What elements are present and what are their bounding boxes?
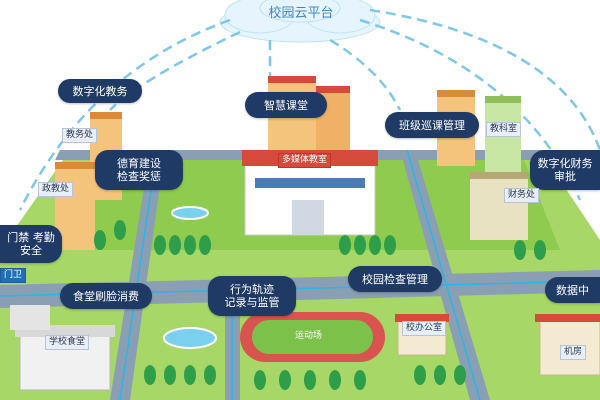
callout-digital-teaching-text: 数字化教务 [72, 84, 128, 98]
callout-digital-finance-line1: 数字化财务 [537, 157, 593, 170]
fountain-top [171, 206, 209, 220]
callout-canteen-payment: 食堂刷脸消费 [60, 283, 152, 309]
callout-smart-classroom-text: 智慧课堂 [264, 98, 308, 112]
tag-machine-room: 机房 [560, 345, 587, 360]
callout-moral-education-line1: 德育建设 [117, 157, 161, 170]
callout-digital-teaching: 数字化教务 [58, 79, 142, 103]
sports-field [240, 312, 385, 362]
callout-access-attendance-line1: 门禁 考勤 [7, 231, 55, 244]
tag-school-canteen: 学校食堂 [45, 335, 90, 350]
callout-digital-finance: 数字化财务 审批 [530, 150, 600, 190]
callout-campus-inspection-text: 校园检查管理 [362, 272, 428, 286]
callout-access-attendance: 门禁 考勤 安全 [0, 225, 62, 263]
cloud-platform [219, 0, 381, 43]
tag-political-office: 政教处 [38, 182, 74, 197]
callout-behavior-track-line2: 记录与监管 [224, 296, 280, 309]
building-research [485, 96, 521, 172]
building-finance [470, 172, 528, 240]
callout-campus-inspection: 校园检查管理 [348, 266, 442, 292]
callout-digital-finance-line2: 审批 [554, 170, 576, 183]
tag-gate: 门卫 [0, 268, 27, 283]
callout-behavior-track-line1: 行为轨迹 [230, 283, 274, 296]
callout-class-patrol-text: 班级巡课管理 [399, 118, 465, 132]
tag-academic-office: 教务处 [62, 128, 98, 143]
cloud-platform-label: 校园云平台 [268, 6, 334, 21]
callout-moral-education-line2: 检查奖惩 [117, 170, 161, 183]
callout-behavior-track: 行为轨迹 记录与监管 [208, 276, 296, 316]
building-canteen [10, 305, 115, 391]
callout-class-patrol: 班级巡课管理 [385, 112, 479, 138]
callout-data-center: 数据中 [545, 277, 600, 303]
tag-principal-office: 校办公室 [402, 321, 447, 336]
callout-access-attendance-line2: 安全 [20, 244, 42, 257]
callout-moral-education: 德育建设 检查奖惩 [95, 150, 183, 190]
callout-smart-classroom: 智慧课堂 [245, 92, 327, 118]
tag-research-office: 教科室 [486, 122, 522, 137]
callout-canteen-payment-text: 食堂刷脸消费 [73, 289, 139, 303]
callout-data-center-text: 数据中 [556, 283, 589, 297]
tag-sports-field: 运动场 [295, 331, 323, 341]
trees [94, 220, 546, 390]
tag-finance-office: 财务处 [504, 188, 540, 203]
fountain-left [163, 327, 217, 349]
tag-multimedia-classroom: 多媒体教室 [278, 153, 332, 168]
